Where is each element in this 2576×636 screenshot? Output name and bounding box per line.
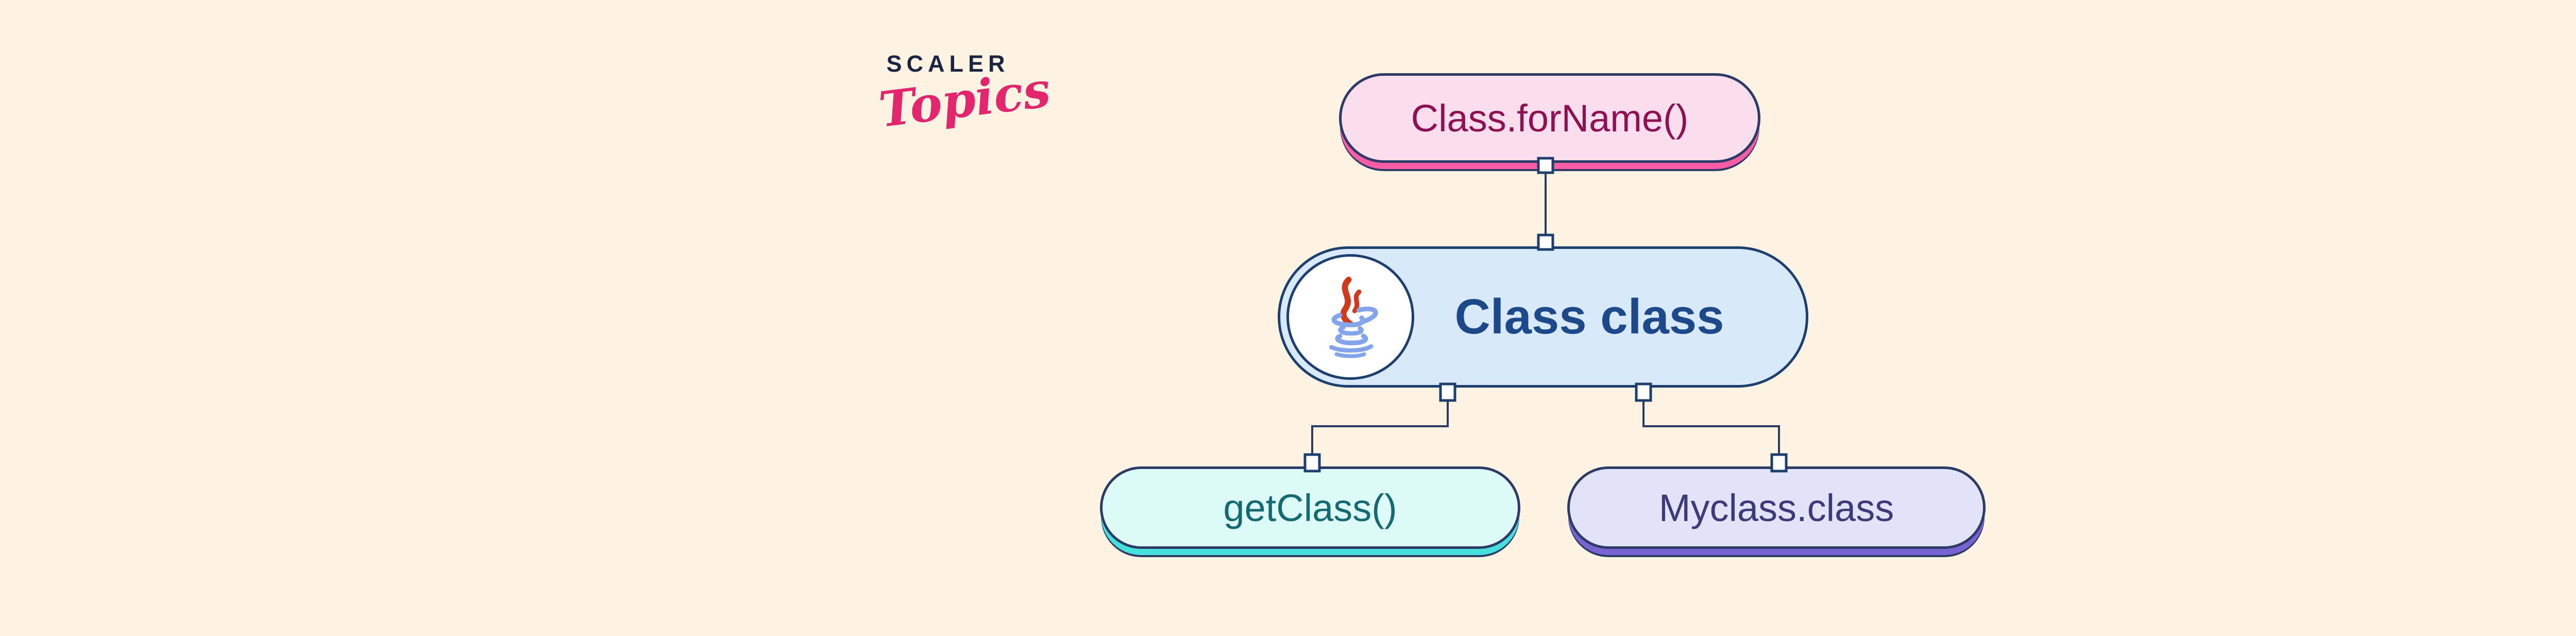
node-myclass: Myclass.class — [1567, 466, 1986, 549]
port-root-bottom — [1537, 157, 1554, 174]
node-class-forname: Class.forName() — [1339, 73, 1760, 163]
port-center-top — [1537, 233, 1554, 251]
port-myclass-top — [1770, 453, 1788, 473]
node-myclass-label: Myclass.class — [1658, 486, 1894, 529]
node-class-class: Class class — [1278, 246, 1808, 388]
logo-brand-text: SCALER — [886, 51, 1010, 77]
port-getclass-top — [1303, 453, 1321, 473]
connector-center-to-getclass — [1311, 393, 1449, 459]
connector-center-to-myclass — [1642, 393, 1780, 459]
node-getclass: getClass() — [1100, 466, 1520, 549]
node-getclass-label: getClass() — [1223, 486, 1397, 529]
port-center-bottom-left — [1439, 382, 1456, 402]
port-center-bottom-right — [1635, 382, 1652, 402]
node-class-class-label: Class class — [1454, 289, 1724, 344]
java-logo-icon — [1286, 254, 1414, 380]
node-class-forname-label: Class.forName() — [1411, 96, 1689, 140]
scaler-topics-logo: SCALER Topics — [876, 51, 1053, 139]
